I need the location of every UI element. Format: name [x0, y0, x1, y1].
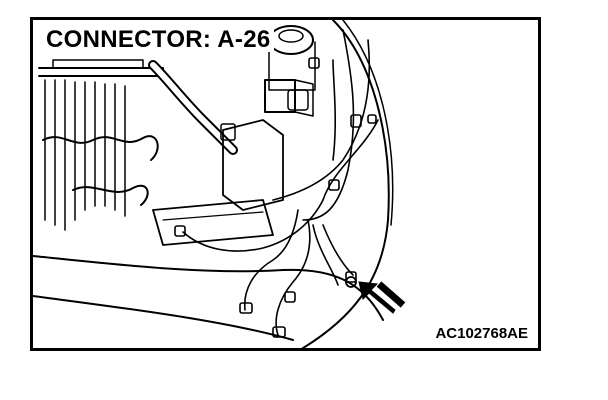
- radiator-top: [38, 67, 164, 77]
- air-box: [152, 199, 274, 246]
- wiring-harness: [182, 29, 379, 336]
- bumper-outline: [33, 255, 384, 321]
- coolant-hose: [42, 135, 159, 161]
- fender-outline: [301, 20, 390, 348]
- connector-a26: [345, 276, 357, 288]
- diagram-frame: CONNECTOR: A-26 AC102768AE: [30, 17, 541, 351]
- harness-connectors: [174, 57, 377, 338]
- bumper-lower: [33, 295, 294, 341]
- figure-code: AC102768AE: [433, 325, 530, 342]
- radiator-fins: [44, 79, 126, 231]
- bracket: [222, 119, 284, 211]
- fender-inner: [342, 20, 394, 226]
- engine-bay-illustration: [33, 20, 406, 348]
- connector-title: CONNECTOR: A-26: [43, 28, 274, 52]
- arrow-pointer-icon: [358, 281, 406, 314]
